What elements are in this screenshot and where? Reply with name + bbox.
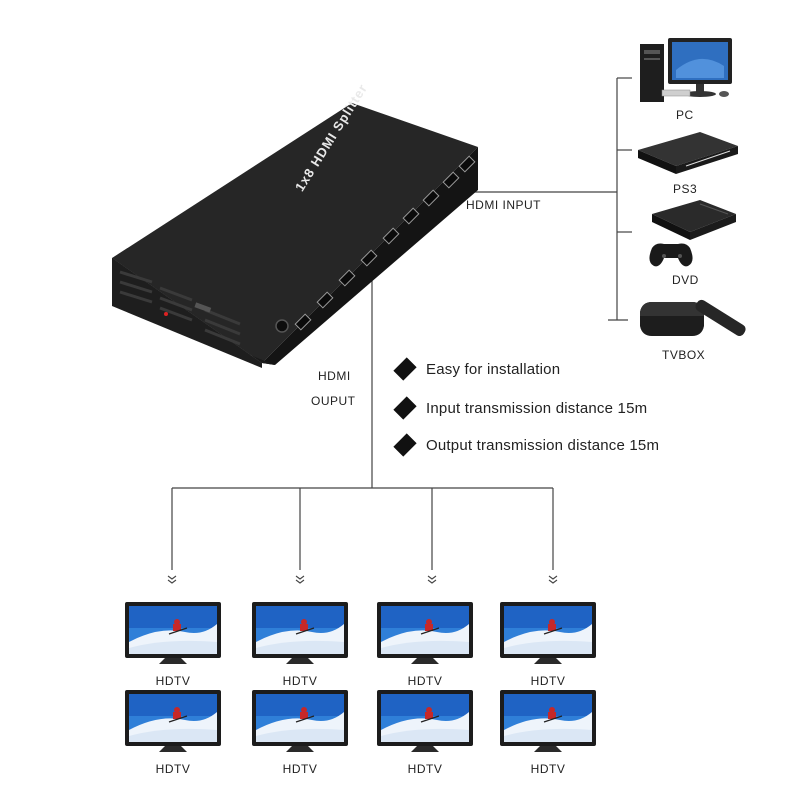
hdtv-icon xyxy=(500,602,596,664)
hdmi-output-label-line1: HDMI xyxy=(318,369,351,383)
hdtv-icon xyxy=(125,602,221,664)
hdtv-label: HDTV xyxy=(530,674,566,688)
hdtv-display xyxy=(500,690,596,752)
hdmi-output-label-line2: OUPUT xyxy=(311,394,356,408)
hdtv-label: HDTV xyxy=(155,674,191,688)
source-label-pc: PC xyxy=(676,108,694,122)
hdtv-display xyxy=(500,602,596,664)
dvd-console-icon xyxy=(649,200,736,267)
pc-icon xyxy=(640,38,732,102)
tv-box-icon xyxy=(640,299,746,336)
hdtv-display xyxy=(125,602,221,664)
hdtv-label: HDTV xyxy=(407,762,443,776)
feature-text: Input transmission distance 15m xyxy=(426,399,648,417)
hdtv-label: HDTV xyxy=(407,674,443,688)
hdtv-label: HDTV xyxy=(530,762,566,776)
hdtv-icon xyxy=(500,690,596,752)
hdtv-display xyxy=(252,690,348,752)
hdtv-icon xyxy=(125,690,221,752)
source-label-ps3: PS3 xyxy=(673,182,698,196)
source-label-tvbox: TVBOX xyxy=(662,348,706,362)
feature-item: Input transmission distance 15m xyxy=(393,393,648,423)
hdtv-display xyxy=(252,602,348,664)
source-label-dvd: DVD xyxy=(672,273,699,287)
feature-text: Easy for installation xyxy=(426,360,561,378)
hdtv-display xyxy=(125,690,221,752)
hdtv-icon xyxy=(252,602,348,664)
hdtv-icon xyxy=(252,690,348,752)
hdtv-icon xyxy=(377,690,473,752)
ps3-console-icon xyxy=(638,132,738,174)
hdtv-display xyxy=(377,602,473,664)
hdtv-label: HDTV xyxy=(282,674,318,688)
feature-item: Output transmission distance 15m xyxy=(393,430,660,460)
hdtv-display xyxy=(377,690,473,752)
hdtv-icon xyxy=(377,602,473,664)
hdtv-label: HDTV xyxy=(282,762,318,776)
hdmi-input-label: HDMI INPUT xyxy=(466,198,541,212)
feature-text: Output transmission distance 15m xyxy=(426,436,660,454)
feature-item: Easy for installation xyxy=(393,354,561,384)
hdtv-label: HDTV xyxy=(155,762,191,776)
